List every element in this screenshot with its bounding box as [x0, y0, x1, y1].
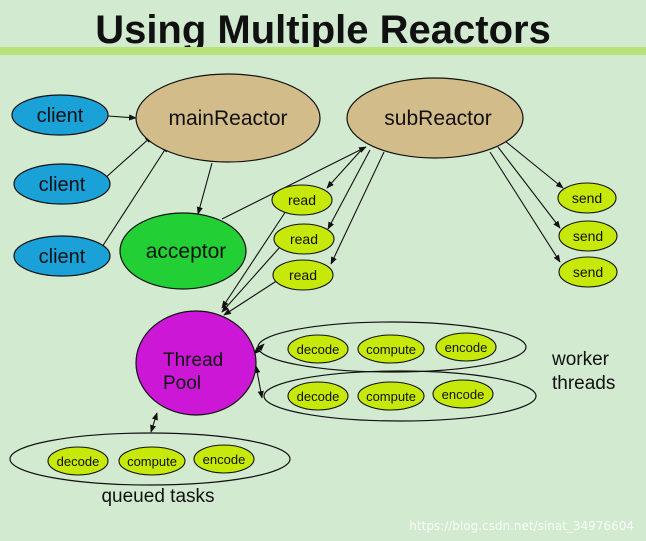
edge-sub-send3 [489, 151, 561, 263]
watermark: https://blog.csdn.net/sinat_34976604 [409, 519, 634, 533]
read-node-3: read [272, 259, 334, 291]
encode-task [432, 379, 494, 409]
read-node-2: read [273, 223, 335, 255]
decode-task [47, 446, 109, 476]
edge-sub-read2 [327, 149, 371, 230]
client-node-3: client [13, 235, 111, 277]
thread-pool-node: Thread Pool [135, 310, 257, 416]
read-label: read [288, 192, 316, 208]
client-node-2: client [13, 163, 111, 205]
thread-pool-label-line1: Thread [163, 350, 223, 371]
read-node-1: read [271, 184, 333, 216]
edge-sub-read1 [326, 146, 365, 189]
worker-thread-row-1: decode compute encode [257, 321, 527, 373]
diagram-title: Using Multiple Reactors [95, 8, 551, 52]
decode-task [287, 381, 349, 411]
main-reactor-label: mainReactor [168, 107, 287, 130]
sub-reactor-node: subReactor [346, 77, 524, 159]
encode-label: encode [203, 452, 246, 467]
decode-task [287, 334, 349, 364]
client-node-1: client [11, 94, 109, 136]
acceptor-label: acceptor [146, 240, 227, 263]
worker-threads-label-line2: threads [552, 373, 615, 394]
compute-task [357, 334, 425, 364]
client-label: client [39, 174, 86, 196]
compute-task [357, 381, 425, 411]
edge-acceptor-sub [221, 146, 367, 220]
queued-tasks-group: decode compute encode [9, 432, 291, 486]
send-node-3: send [558, 256, 618, 288]
edge-sub-read3 [330, 151, 385, 265]
edge-pool-queue [150, 412, 158, 433]
encode-task [193, 444, 255, 474]
edge-client2-main [102, 135, 153, 181]
edge-pool-worker2 [254, 365, 264, 399]
thread-pool-label-line2: Pool [163, 373, 201, 394]
decode-label: decode [297, 389, 340, 404]
compute-label: compute [127, 454, 177, 469]
send-label: send [573, 264, 603, 280]
edge-sub-send2 [497, 146, 561, 229]
send-node-1: send [557, 182, 617, 214]
edge-client1-main [107, 114, 137, 121]
title-underline [0, 47, 646, 55]
worker-thread-row-2: decode compute encode [263, 370, 537, 422]
client-label: client [39, 246, 86, 268]
read-label: read [289, 267, 317, 283]
main-reactor-node: mainReactor [135, 73, 321, 163]
decode-label: decode [57, 454, 100, 469]
acceptor-node: acceptor [119, 212, 247, 290]
encode-task [435, 332, 497, 362]
edge-client3-main [101, 144, 169, 248]
edge-read3-pool [223, 279, 279, 316]
edge-read1-pool [221, 210, 287, 309]
edge-read2-pool [221, 246, 281, 313]
encode-label: encode [442, 387, 485, 402]
edge-sub-send1 [504, 140, 564, 189]
edges [101, 114, 564, 433]
compute-label: compute [366, 342, 416, 357]
compute-label: compute [366, 389, 416, 404]
decode-label: decode [297, 342, 340, 357]
edge-main-acceptor [196, 162, 213, 215]
client-label: client [37, 105, 84, 127]
encode-label: encode [445, 340, 488, 355]
queued-tasks-label: queued tasks [101, 486, 214, 507]
read-label: read [290, 231, 318, 247]
worker-threads-label-line1: worker [551, 349, 610, 370]
send-label: send [572, 190, 602, 206]
send-label: send [573, 228, 603, 244]
sub-reactor-label: subReactor [384, 107, 491, 130]
compute-task [118, 446, 186, 476]
send-node-2: send [558, 220, 618, 252]
